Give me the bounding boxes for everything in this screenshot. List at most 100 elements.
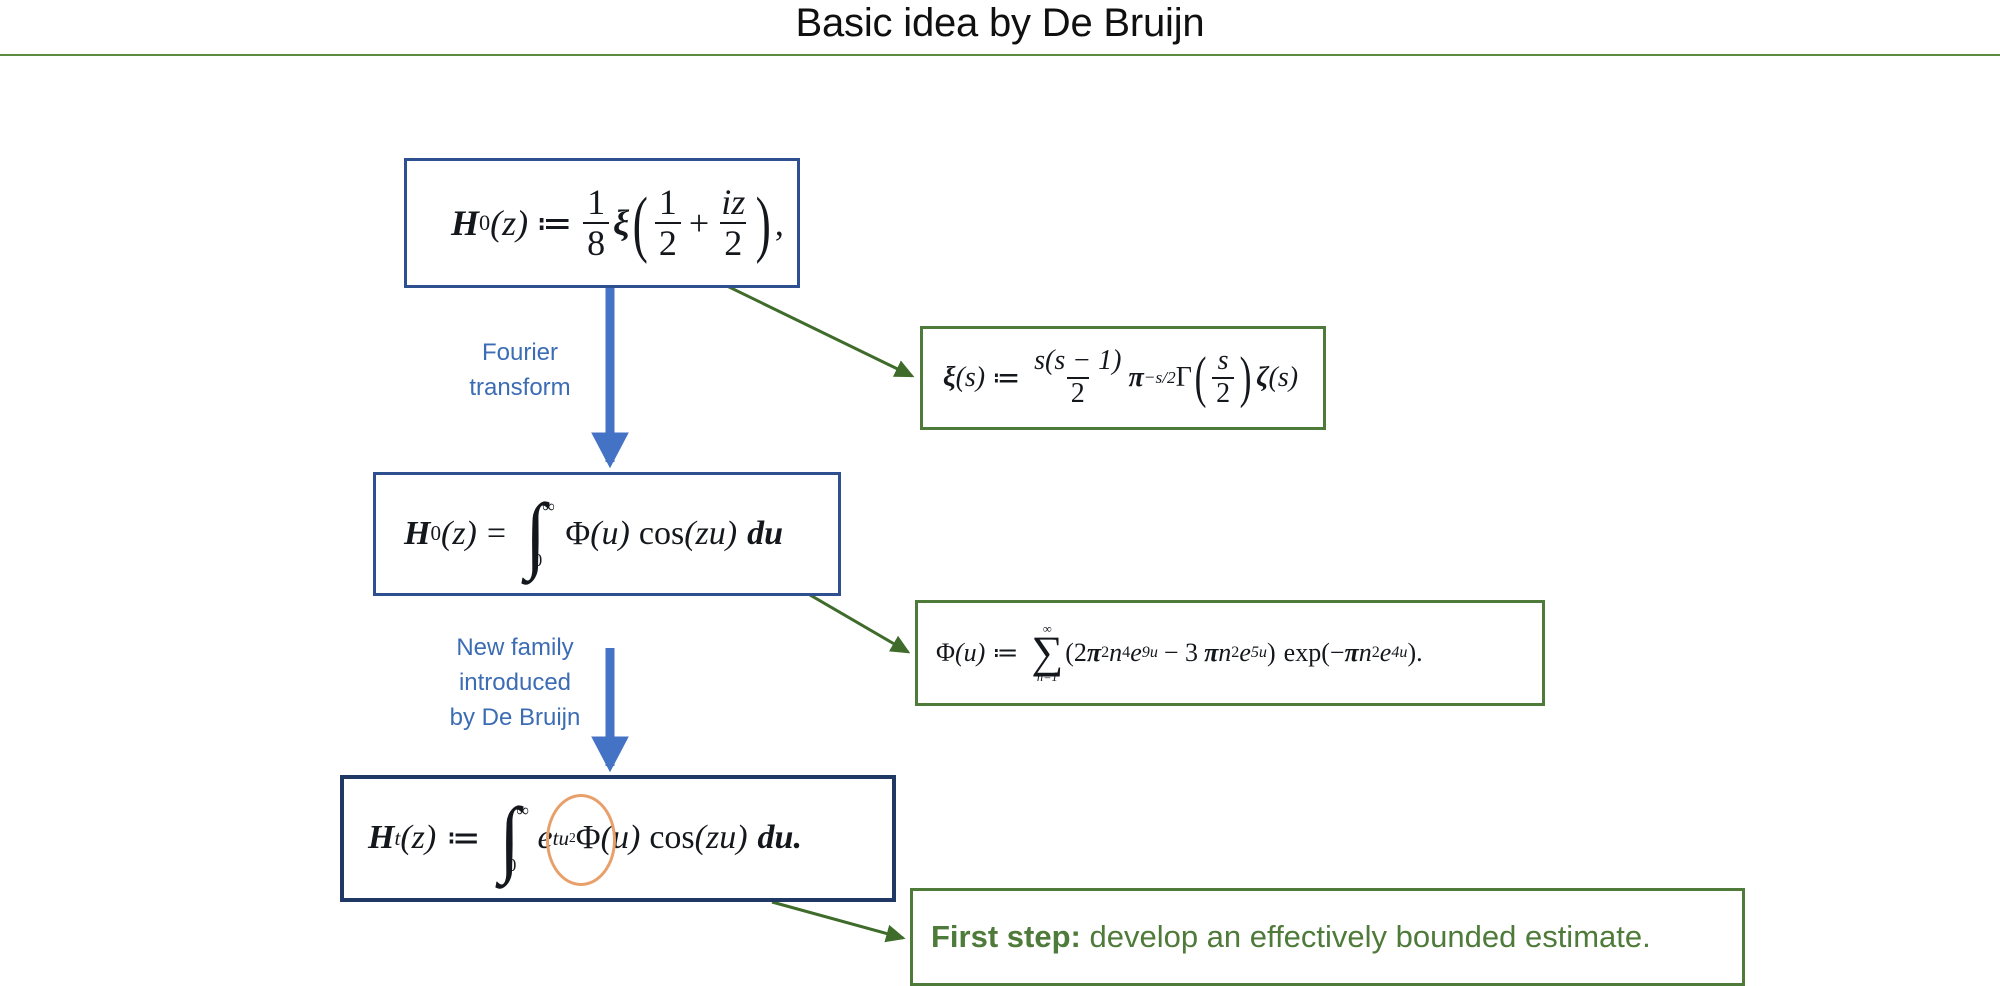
formula-h0-coefficient: 1 8 <box>583 182 610 262</box>
formula-integral-phi: Φ <box>565 514 591 552</box>
integral-sign: ∫ ∞ 0 <box>524 486 554 581</box>
formula-ht-cos-arg: (zu) <box>694 819 748 857</box>
formula-integral-lhs-arg: (z) <box>441 514 477 552</box>
formula-ht-assign: ≔ <box>446 820 481 858</box>
formula-h0-half: 1 2 <box>654 182 681 262</box>
formula-xi-gamma: Γ <box>1175 362 1192 393</box>
formula-h0-plus: + <box>688 203 710 243</box>
formula-phi-n2-exp: 2 <box>1231 644 1240 661</box>
formula-xi-paren-open: ( <box>1194 345 1207 409</box>
formula-phi-assign: ≔ <box>992 638 1019 667</box>
formula-h0-xi-symbol: ξ <box>613 203 630 243</box>
formula-integral-lhs: H <box>404 514 431 552</box>
formula-ht-phi: Φ <box>575 819 601 857</box>
formula-phi-n2: n <box>1218 638 1232 667</box>
formula-phi-close: ) <box>1266 638 1276 667</box>
formula-h0-paren-close: ) <box>755 181 772 264</box>
formula-ht-e-exp-sup: 2 <box>569 830 576 846</box>
fourier-label-line-2: transform <box>469 374 571 401</box>
formula-integral-phi-arg: (u) <box>590 514 630 552</box>
sum-lower-limit: n=1 <box>1036 669 1058 684</box>
integral-upper-limit: ∞ <box>542 495 555 516</box>
ht-integral-sign: ∫ ∞ 0 <box>498 796 529 881</box>
formula-xi-paren-close: ) <box>1239 345 1252 409</box>
formula-h0-paren-open: ( <box>633 181 649 264</box>
page-title: Basic idea by De Bruijn <box>795 1 1205 45</box>
formula-h0-half-num: 1 <box>658 182 677 223</box>
sum-upper-limit: ∞ <box>1042 621 1052 636</box>
formula-h0-lhs-sub: 0 <box>479 210 491 235</box>
integral-lower-limit: 0 <box>533 550 543 571</box>
formula-ht-e: e <box>537 819 553 857</box>
formula-phi-e2: e <box>1239 638 1251 667</box>
formula-phi-tail: ). <box>1407 638 1423 667</box>
formula-phi-pi1-exp: 2 <box>1101 644 1110 661</box>
formula-h0-assign: ≔ <box>536 203 573 243</box>
fourier-label-line-1: Fourier <box>481 339 559 366</box>
formula-h0-coef-den: 8 <box>583 222 610 262</box>
formula-xi-definition: ξ(s) ≔ s(s − 1) 2 π−s/2 Γ ( s 2 ) ζ(s) <box>943 347 1298 408</box>
formula-phi-exp: exp(− <box>1283 638 1345 667</box>
formula-ht-lhs: H <box>368 819 395 857</box>
formula-xi-zeta: ζ <box>1256 362 1269 393</box>
summation-sign: ∞ ∑ n=1 <box>1031 621 1064 684</box>
connector-label-new-family: New family introduced by De Bruijn <box>440 630 590 735</box>
sum-glyph: ∑ <box>1031 626 1064 677</box>
connector-label-fourier-transform: Fourier transform <box>455 335 585 405</box>
formula-h0-half-den: 2 <box>654 222 681 262</box>
formula-phi-e3: e <box>1379 638 1392 667</box>
formula-h0-trailing: , <box>774 203 784 243</box>
formula-phi-pi2: π <box>1204 638 1219 667</box>
callout-body: develop an effectively bounded estimate. <box>1080 919 1651 954</box>
title-divider <box>0 54 2000 56</box>
arrow-ht-to-first-step <box>771 900 906 943</box>
formula-xi-s-den: 2 <box>1212 377 1235 409</box>
formula-h0-lhs-arg: (z) <box>490 203 529 243</box>
formula-xi-s-num: s <box>1217 345 1229 377</box>
formula-xi-pi-exponent: −s/2 <box>1143 368 1176 387</box>
formula-phi-n1: n <box>1109 638 1123 667</box>
formula-phi-arg: (u) <box>955 638 986 667</box>
formula-integral-lhs-sub: 0 <box>430 521 441 546</box>
formula-xi-symbol: ξ <box>943 362 956 393</box>
formula-h0-iz-den: 2 <box>720 222 747 262</box>
formula-integral-du: du <box>747 514 784 552</box>
formula-integral-equals: = <box>486 514 507 552</box>
callout-lead: First step: <box>931 919 1081 954</box>
formula-ht-e-exp-base: tu <box>552 825 569 850</box>
formula-phi-symbol: Φ <box>936 638 956 667</box>
formula-h0-lhs: H <box>451 203 480 243</box>
integral-glyph: ∫ <box>525 486 546 581</box>
formula-integral-cos-arg: (zu) <box>684 514 738 552</box>
formula-phi-e1: e <box>1130 638 1142 667</box>
new-family-label-line-2: introduced <box>458 669 572 696</box>
formula-ht-phi-arg: (u) <box>600 819 641 857</box>
formula-xi-frac-num: s(s − 1) <box>1034 345 1122 377</box>
formula-box-xi-definition: ξ(s) ≔ s(s − 1) 2 π−s/2 Γ ( s 2 ) ζ(s) <box>920 326 1326 430</box>
callout-first-step-text: First step: develop an effectively bound… <box>913 919 1651 955</box>
formula-phi-e3-exp: 4u <box>1391 644 1408 661</box>
formula-xi-assign: ≔ <box>992 363 1021 394</box>
formula-h0-iz-half: iz 2 <box>717 184 749 261</box>
formula-integral-cos: cos <box>638 514 685 552</box>
ht-integral-upper-limit: ∞ <box>516 800 529 821</box>
formula-phi-pi1: π <box>1086 638 1102 667</box>
formula-phi-open: (2 <box>1065 638 1087 667</box>
formula-phi-n1-exp: 4 <box>1122 644 1131 661</box>
new-family-label-line-3: by De Bruijn <box>449 704 581 731</box>
formula-h0-iz-num: iz <box>721 182 746 223</box>
formula-ht-du: du. <box>757 819 802 857</box>
formula-h0-coef-num: 1 <box>587 182 606 223</box>
formula-ht-lhs-sub: t <box>394 825 401 850</box>
ht-integral-lower-limit: 0 <box>507 854 517 875</box>
callout-box-first-step: First step: develop an effectively bound… <box>910 888 1745 986</box>
formula-phi-pi3: π <box>1344 638 1359 667</box>
formula-xi-s-over-2: s 2 <box>1212 345 1235 409</box>
formula-xi-fraction: s(s − 1) 2 <box>1030 347 1125 408</box>
